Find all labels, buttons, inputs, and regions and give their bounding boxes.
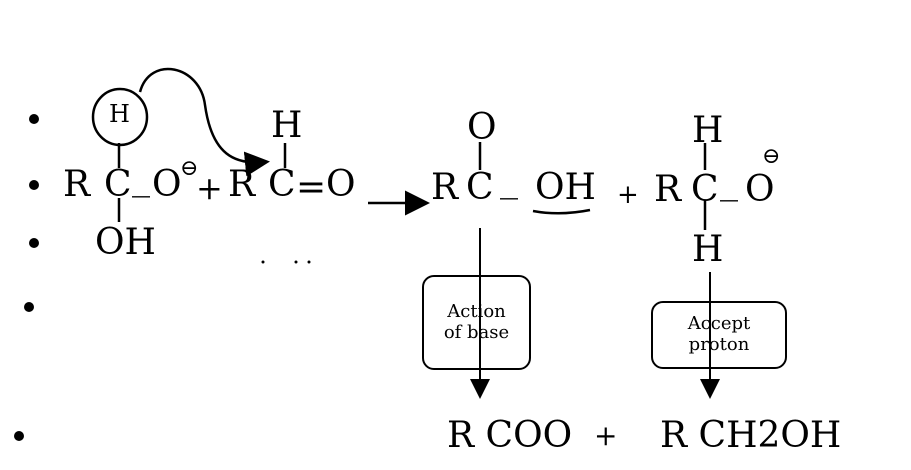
reactant1-oh: OH	[95, 222, 156, 263]
product2-h-bottom: H	[692, 229, 724, 270]
bullet	[29, 114, 39, 124]
reactant1-h: H	[109, 100, 130, 128]
bullet	[24, 302, 34, 312]
reactant2-double-bond: =	[296, 167, 327, 208]
product1-dash: _	[500, 159, 518, 200]
product2-h-top: H	[692, 110, 724, 151]
plus-sign: +	[196, 169, 223, 207]
reactant1-dash: _	[132, 157, 150, 198]
product2-c: C	[691, 169, 719, 210]
plus-sign: +	[617, 180, 639, 210]
reactant2-r: R	[228, 164, 256, 205]
reactant2-h: H	[271, 105, 303, 146]
hydride-shift-arrow	[138, 67, 270, 177]
accept-proton-box: Accept proton	[651, 301, 787, 369]
product1-r: R	[431, 167, 459, 208]
bullet	[14, 431, 24, 441]
box-line: of base	[443, 321, 510, 343]
box-line: Action	[447, 300, 506, 322]
product1-o: O	[467, 107, 497, 148]
product2-o: O	[745, 169, 775, 210]
product2-dash: _	[720, 161, 738, 202]
box-line: proton	[688, 334, 750, 355]
bullet	[29, 238, 39, 248]
product2-charge: ⊖	[762, 144, 781, 169]
product1-c: C	[466, 167, 494, 208]
final-product-left: R COO	[447, 415, 573, 456]
reactant1-o: O	[152, 164, 182, 205]
product2-r: R	[654, 169, 682, 210]
reactant1-c: C	[104, 164, 132, 205]
box-line: Accept	[687, 313, 751, 335]
final-plus: +	[594, 419, 618, 452]
reactant2-c: C	[268, 164, 296, 205]
action-of-base-box: Action of base	[422, 275, 531, 370]
reactant1-r: R	[63, 164, 91, 205]
bullet	[29, 180, 39, 190]
product1-oh: OH	[535, 167, 596, 208]
reactant1-charge: ⊖	[180, 156, 199, 181]
reactant2-o: O	[326, 164, 356, 205]
final-product-right: R CH2OH	[660, 415, 842, 456]
